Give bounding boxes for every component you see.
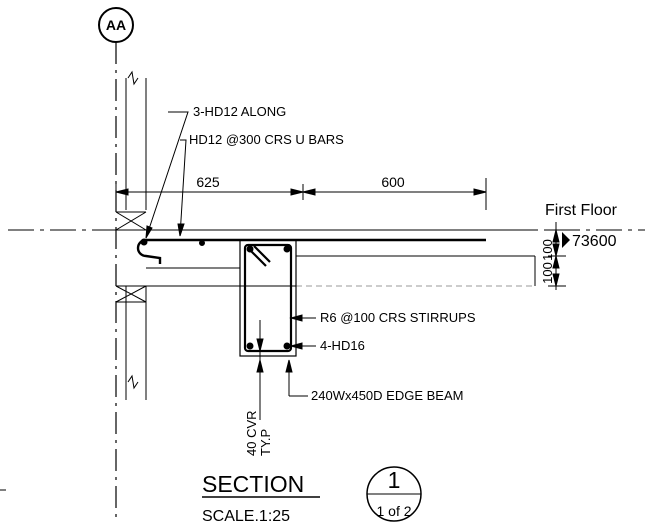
title-block: SECTION SCALE.1:25 1 1 of 2: [0, 466, 422, 525]
sheet-reference: 1 of 2: [376, 503, 411, 519]
leaders: [145, 111, 316, 420]
dimension-drop-depth: 100: [540, 262, 555, 284]
vertical-dimensions: [548, 222, 566, 290]
gridline-label: AA: [106, 17, 126, 33]
wall-below: [115, 70, 147, 400]
annotation-u-bars: HD12 @300 CRS U BARS: [189, 132, 344, 147]
gridline-aa: AA: [98, 7, 134, 520]
section-scale: SCALE.1:25: [202, 508, 290, 525]
edge-beam: [239, 239, 297, 357]
annotation-edge-beam: 240Wx450D EDGE BEAM: [311, 388, 463, 403]
annotation-cover-line1: 40 CVR: [244, 410, 259, 456]
annotation-along-bars: 3-HD12 ALONG: [193, 104, 286, 119]
dimension-slab-thickness: 100: [540, 239, 555, 261]
level-value: 73600: [572, 233, 617, 250]
horizontal-dimensions: [115, 178, 487, 210]
dimension-right-span: 600: [381, 174, 405, 190]
slab-reinforcement: [136, 238, 486, 264]
annotation-bottom-bars: 4-HD16: [320, 338, 365, 353]
level-name: First Floor: [545, 202, 618, 219]
dimension-left-span: 625: [196, 174, 220, 190]
slab-outline: [146, 229, 536, 287]
section-title: SECTION: [202, 471, 304, 497]
annotation-cover-line2: TY.P: [258, 429, 273, 456]
annotation-stirrups: R6 @100 CRS STIRRUPS: [320, 310, 476, 325]
detail-number: 1: [388, 467, 401, 493]
level-marker-icon: [562, 232, 570, 248]
